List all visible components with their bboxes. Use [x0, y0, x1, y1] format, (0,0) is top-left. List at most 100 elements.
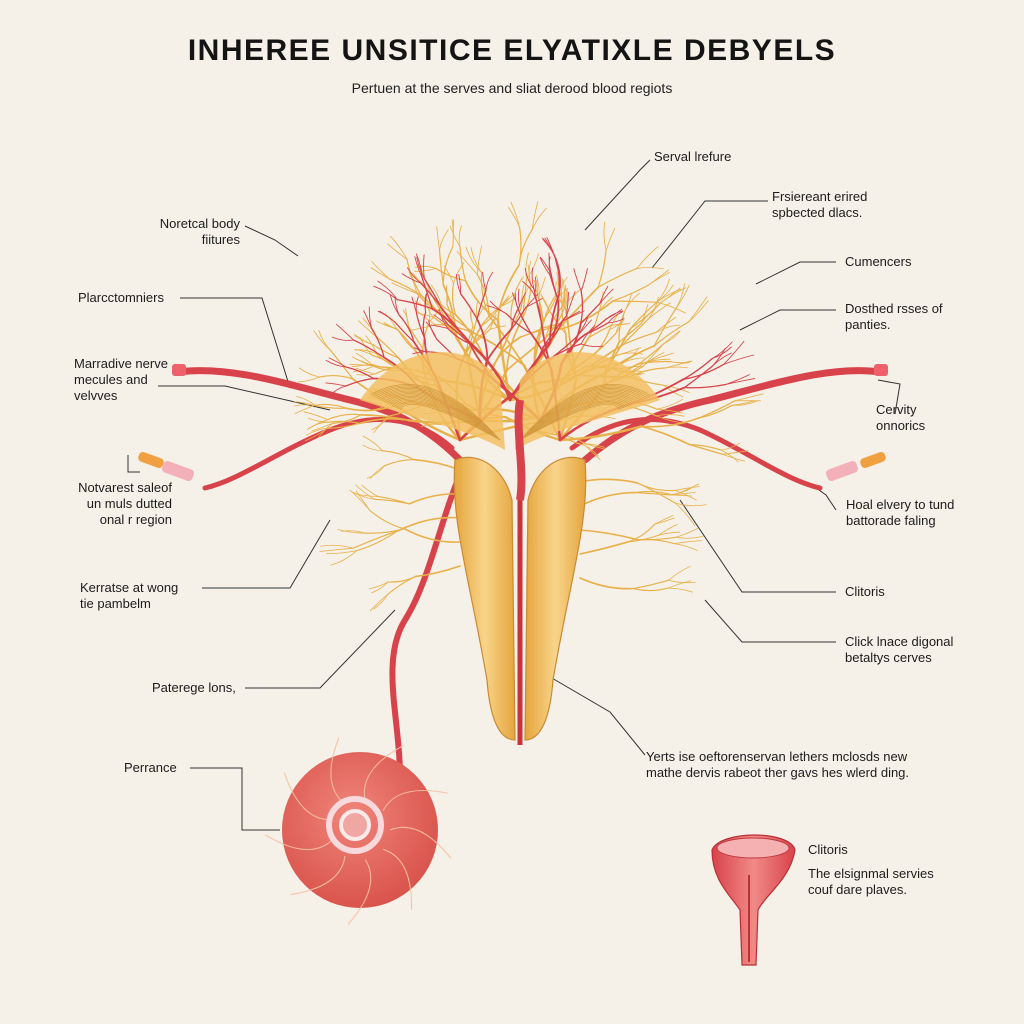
nerve-fiber: [674, 502, 696, 527]
leader-line: [544, 673, 646, 756]
nerve-fiber: [354, 493, 379, 497]
right-tip-sheath: [826, 461, 858, 481]
leader-line: [245, 609, 396, 689]
vessel-branch: [524, 268, 535, 290]
fan-line: [371, 385, 501, 441]
nerve-fiber: [654, 517, 675, 525]
leader-line: [704, 599, 836, 643]
nerve-fiber: [465, 246, 483, 274]
nerve-fiber: [351, 363, 372, 368]
vessel-branch: [396, 298, 434, 310]
nerve-fiber: [405, 307, 410, 328]
nerve-fiber: [510, 295, 515, 327]
label-click: Click lnace digonal betaltys cerves: [845, 634, 954, 665]
nerve-fiber: [427, 285, 446, 318]
vessel-branch: [584, 318, 608, 336]
top-left-tip: [172, 364, 186, 376]
nerve-fiber: [294, 404, 315, 414]
nerve-fiber: [688, 443, 722, 451]
nerve-fiber: [698, 400, 736, 419]
nerve-fiber: [449, 225, 461, 248]
nerve-fiber: [298, 367, 321, 378]
nerve-fiber: [588, 324, 612, 339]
nerve-fiber: [371, 581, 389, 594]
nerve-fiber: [355, 352, 372, 365]
label-clitoris-main: Clitoris: [845, 584, 885, 599]
nerve-fiber: [356, 373, 376, 376]
nerve-fiber: [642, 352, 665, 367]
vessel-branch: [431, 307, 471, 344]
nerve-fiber: [531, 201, 539, 230]
nerve-fiber: [538, 276, 546, 296]
inset-organ: [711, 834, 796, 966]
vessel-branch: [607, 311, 623, 324]
nerve-fiber: [632, 579, 670, 590]
nerve-fiber: [362, 435, 383, 452]
nerve-fiber: [640, 425, 691, 446]
nerve-fiber: [653, 308, 676, 347]
fan-line: [519, 401, 625, 441]
left-lower-vessel: [202, 417, 455, 491]
nerve-fiber: [634, 490, 674, 496]
leader-line: [739, 309, 836, 331]
nerve-fiber: [647, 269, 670, 286]
label-paterege: Paterege lons,: [152, 680, 236, 695]
vessel-branch: [510, 305, 521, 330]
circle-vein: [347, 859, 372, 925]
nerve-fiber: [370, 267, 391, 280]
vessel-branch: [510, 306, 527, 330]
nerve-fiber: [470, 310, 474, 327]
circle-vein: [382, 848, 413, 910]
vessel-tips: [138, 364, 888, 481]
nerve-fiber: [563, 284, 567, 310]
nerve-fiber: [358, 320, 377, 337]
nerve-fiber: [628, 534, 659, 543]
nerve-fiber: [439, 229, 449, 251]
nerve-fiber: [603, 221, 607, 251]
nerve-fiber: [675, 535, 704, 539]
nerve-fiber: [558, 425, 643, 442]
fan-line: [385, 394, 501, 441]
ring-inner: [339, 809, 371, 841]
label-cervity: Cervity onnorics: [876, 402, 926, 433]
nerve-fiber: [609, 319, 625, 330]
nerve-fiber: [349, 489, 371, 512]
nerve-fiber: [352, 365, 374, 373]
vessel-branch: [368, 306, 373, 329]
nerve-fiber: [442, 246, 454, 285]
nerve-fiber: [639, 360, 672, 364]
nerve-fiber: [383, 459, 415, 467]
nerve-fiber: [372, 344, 400, 359]
nerve-fiber: [636, 246, 659, 269]
nerve-fiber: [605, 227, 616, 251]
fan-line: [379, 390, 501, 441]
right-lower-vessel: [569, 417, 823, 491]
fan-line: [519, 392, 639, 441]
vessel-branch: [580, 303, 601, 325]
vessel-branch: [476, 290, 487, 320]
leader-lines: [127, 159, 901, 831]
vessel-branch: [580, 343, 604, 347]
nerve-fiber: [618, 352, 643, 355]
nerve-fiber: [432, 316, 454, 331]
page-subtitle: Pertuen at the serves and sliat derood b…: [351, 80, 673, 96]
nerve-fiber: [303, 411, 328, 421]
left-tip-sheath: [162, 461, 194, 481]
nerve-fiber: [663, 330, 681, 344]
nerve-fiber: [326, 413, 362, 421]
nerve-fiber: [458, 225, 462, 248]
nerve-fiber: [673, 540, 702, 544]
fan-line: [519, 397, 631, 441]
nerve-fiber: [313, 330, 332, 352]
fan-line: [519, 400, 627, 441]
nerve-fiber: [630, 301, 658, 329]
fan-line: [519, 389, 643, 441]
leader-line: [755, 261, 836, 285]
nerve-fiber: [584, 444, 601, 461]
nerve-fiber: [579, 577, 635, 590]
nerve-fiber: [382, 323, 399, 331]
nerve-fiber: [425, 302, 434, 318]
circle-vein: [389, 826, 452, 859]
label-elsignmal: The elsignmal servies couf dare plaves.: [808, 866, 934, 897]
nerve-fiber: [647, 296, 659, 320]
